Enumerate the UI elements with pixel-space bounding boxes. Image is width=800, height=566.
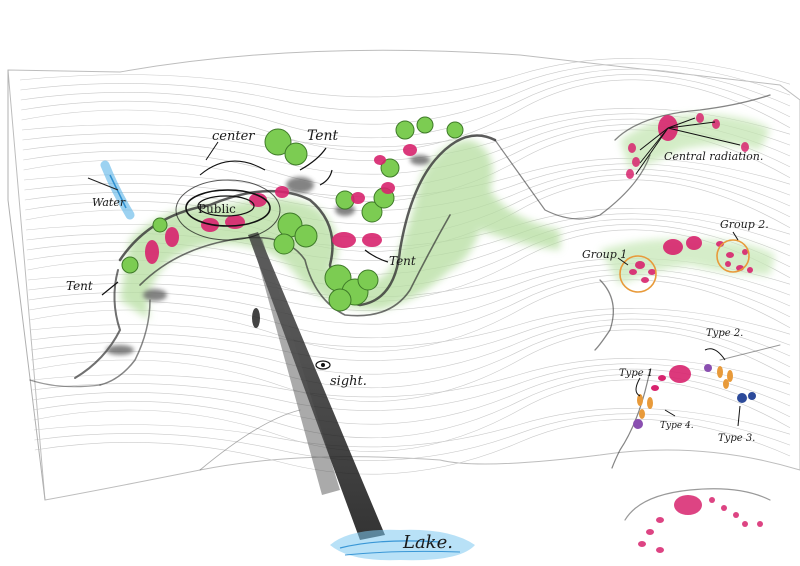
group2-label: Group 2. [720,218,769,231]
lake-label: Lake. [402,532,453,553]
contour-line [24,163,791,211]
central-radiation-label: Central radiation. [664,150,763,163]
type-clusters: Type 1 Type 2. Type 3. Type 4. [619,328,756,444]
type4-label: Type 4. [660,421,694,431]
type3-label: Type 3. [718,433,755,444]
water-stream: Water [87,160,135,220]
public-center: Public [175,141,281,241]
contour-line [33,379,791,452]
shrub-strokes [106,155,430,355]
tent-markers [121,116,464,312]
contour-line [30,318,791,375]
vegetation-wash [120,114,775,320]
contour-line [21,108,791,148]
contour-line [34,418,791,475]
sight-label: sight. [330,374,367,389]
contour-line [33,374,791,439]
terrain-left-face [7,70,46,501]
water-label: Water [92,196,126,209]
contour-line [31,358,791,398]
contour-line [30,313,791,361]
type1-label: Type 1 [619,368,653,379]
sight-line-beam [248,232,385,540]
type2-label: Type 2. [706,328,743,339]
center-label: center [212,129,255,144]
partial-cluster-bottom-right [638,495,763,553]
contour-line [32,363,791,411]
tent-label-left: Tent [66,279,93,293]
contour-line [33,408,791,448]
contour-line [19,58,791,98]
group-clusters: Group 1 Group 2. [582,218,769,293]
contour-line [24,168,791,225]
contour-line [34,413,791,461]
contour-line [29,308,791,348]
tent-annotations [101,147,389,296]
contour-line [29,274,791,339]
group1-label: Group 1 [582,248,627,261]
contour-line [20,63,791,111]
contour-line [22,113,791,161]
central-radiation-cluster: Central radiation. [626,113,763,179]
tent-label-top: Tent [307,128,339,144]
eye-icon [315,360,331,370]
tent-label-mid: Tent [389,254,416,268]
lake: Lake. [330,529,475,561]
contour-line [31,329,791,402]
contour-line [31,324,791,389]
public-label: Public [198,202,236,216]
contour-line [32,368,791,425]
contour-line [29,279,791,352]
